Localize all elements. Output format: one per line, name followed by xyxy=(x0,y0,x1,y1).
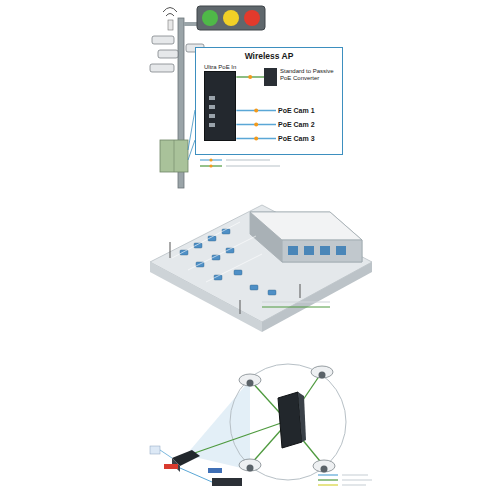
legend-lines xyxy=(200,158,280,167)
camera-label: PoE Cam 1 xyxy=(276,106,317,115)
poe-switch: Ultra PoE In xyxy=(204,64,236,141)
inset-ground xyxy=(195,47,343,155)
node-text: PoE Cam 2 xyxy=(276,120,317,129)
parking-lot xyxy=(150,205,372,332)
poe-link xyxy=(236,109,276,113)
poe-link xyxy=(236,75,264,79)
converter-icon xyxy=(264,68,277,86)
node-text: Standard to Passive PoE Converter xyxy=(280,68,338,82)
node-text: Wireless AP xyxy=(196,48,342,61)
poe-link xyxy=(236,123,276,127)
camera-label: PoE Cam 3 xyxy=(276,134,317,143)
camera-label: PoE Cam 2 xyxy=(276,120,317,129)
poe-converter: Standard to Passive PoE Converter xyxy=(264,68,338,86)
node-text: Ultra PoE In xyxy=(204,64,236,70)
inset-panel: Wireless AP Ultra PoE In Standard to Passi… xyxy=(195,47,343,155)
poe-link xyxy=(236,137,276,141)
camera-ring xyxy=(150,364,372,486)
node-text: PoE Cam 1 xyxy=(276,106,317,115)
node-text: PoE Cam 3 xyxy=(276,134,317,143)
switch-body xyxy=(204,71,236,141)
